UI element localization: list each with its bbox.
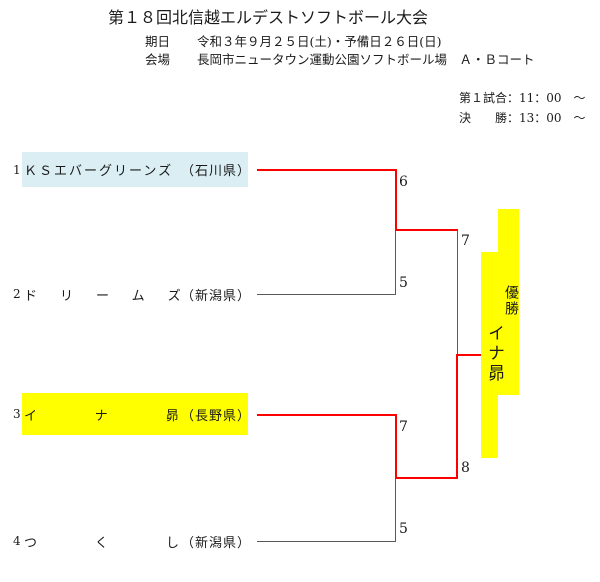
champion-name-highlight <box>481 252 498 458</box>
team-3-prefecture: （長野県） <box>181 408 252 424</box>
bracket-line-team2 <box>257 294 396 295</box>
venue-value: 長岡市ニュータウン運動公園ソフトボール場 Ａ・Ｂコート <box>197 52 535 67</box>
bracket-line-team3 <box>257 414 397 416</box>
date-label: 期日 <box>145 34 171 49</box>
champion-label-highlight <box>498 209 519 395</box>
bracket-line-match2-winner-drop <box>395 414 397 479</box>
team-2-prefecture: （新潟県） <box>181 288 252 304</box>
score-final-top: 7 <box>461 233 470 249</box>
team-row-2: 2 ドリームズ （新潟県） <box>13 284 252 304</box>
venue-label: 会場 <box>145 52 171 67</box>
score-semifinal2-team4: 5 <box>399 521 408 537</box>
team-1-seed: 1 <box>13 162 21 177</box>
bracket-line-final-bottom <box>456 355 458 479</box>
first-game-row: 第１試合： 11：00 ～ <box>459 88 586 108</box>
final-game-label: 決 勝： <box>459 111 520 125</box>
venue-row: 会場 長岡市ニュータウン運動公園ソフトボール場 Ａ・Ｂコート <box>145 51 535 69</box>
event-info: 期日 令和３年９月２５日(土)・予備日２６日(日) 会場 長岡市ニュータウン運動… <box>145 33 535 69</box>
final-game-row: 決 勝： 13：00 ～ <box>459 108 586 128</box>
score-final-bottom: 8 <box>461 460 470 476</box>
first-game-label: 第１試合： <box>459 91 520 105</box>
team-row-4: 4 つくし （新潟県） <box>13 531 252 551</box>
bracket-line-team1 <box>257 169 397 171</box>
team-3-seed: 3 <box>13 407 21 421</box>
team-4-label: つくし （新潟県） <box>22 531 252 551</box>
bracket-line-champion-connector <box>456 354 481 356</box>
date-row: 期日 令和３年９月２５日(土)・予備日２６日(日) <box>145 33 535 51</box>
team-row-1: 1 ＫＳエバーグリーンズ （石川県） <box>13 152 252 187</box>
bracket-line-match1-loser <box>395 231 396 295</box>
score-semifinal2-team3: 7 <box>399 419 408 435</box>
team-1-name: ＫＳエバーグリーンズ <box>24 164 174 179</box>
score-semifinal1-team1: 6 <box>399 174 408 190</box>
bracket-line-match1-advance <box>395 229 458 231</box>
champion-label: 優勝 <box>503 285 519 317</box>
team-2-name: ドリームズ <box>24 288 204 304</box>
team-2-seed: 2 <box>13 287 21 301</box>
champion-name: イナ昴 <box>484 324 504 384</box>
bracket-line-match2-advance <box>395 477 458 479</box>
page-title: 第１８回北信越エルデストソフトボール大会 <box>107 8 428 27</box>
score-semifinal1-team2: 5 <box>399 275 408 291</box>
team-3-name: イナ昴 <box>24 408 237 424</box>
first-game-time: 11：00 ～ <box>519 91 586 105</box>
bracket-line-team4 <box>257 541 396 542</box>
team-4-seed: 4 <box>13 534 21 548</box>
final-game-time: 13：00 ～ <box>519 111 586 125</box>
bracket-line-final-top <box>457 231 458 355</box>
team-1-prefecture: （石川県） <box>181 164 252 179</box>
team-2-label: ドリームズ （新潟県） <box>22 284 252 304</box>
date-value: 令和３年９月２５日(土)・予備日２６日(日) <box>197 34 442 49</box>
team-4-name: つくし <box>24 535 238 551</box>
schedule: 第１試合： 11：00 ～ 決 勝： 13：00 ～ <box>459 88 586 128</box>
bracket-line-match1-winner-drop <box>395 169 397 231</box>
team-row-3: 3 イナ昴 （長野県） <box>13 393 252 435</box>
team-3-highlight: イナ昴 （長野県） <box>22 393 252 435</box>
team-4-prefecture: （新潟県） <box>181 535 252 551</box>
bracket-line-match2-loser <box>395 479 396 542</box>
team-1-highlight: ＫＳエバーグリーンズ （石川県） <box>22 152 252 187</box>
